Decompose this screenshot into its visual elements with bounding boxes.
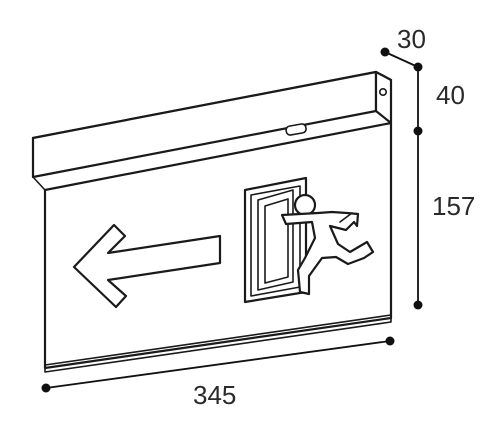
panel-bottom-inner-edge	[44, 314, 392, 366]
left-arrow-icon	[72, 223, 222, 309]
height-dimension-end-dot	[413, 300, 423, 310]
running-man-icon	[280, 193, 375, 296]
width-dimension-end-dot	[385, 336, 395, 346]
indicator-slot	[285, 123, 307, 136]
panel-height-dimension-label: 157	[432, 191, 475, 221]
width-dimension-start-dot	[41, 383, 51, 393]
width-dimension-label: 345	[193, 380, 236, 410]
housing-side-face	[374, 70, 393, 125]
top-height-dimension-label: 40	[436, 80, 465, 110]
width-dimension-line	[45, 340, 391, 389]
depth-dimension-label: 30	[397, 24, 426, 54]
door-leaf-inner	[264, 198, 289, 284]
screw-icon	[378, 88, 387, 97]
height-dimension-mid-dot	[413, 126, 423, 136]
panel-bottom-edge	[44, 317, 392, 373]
depth-dimension-start-dot	[380, 47, 390, 57]
depth-dimension-line	[384, 51, 419, 68]
